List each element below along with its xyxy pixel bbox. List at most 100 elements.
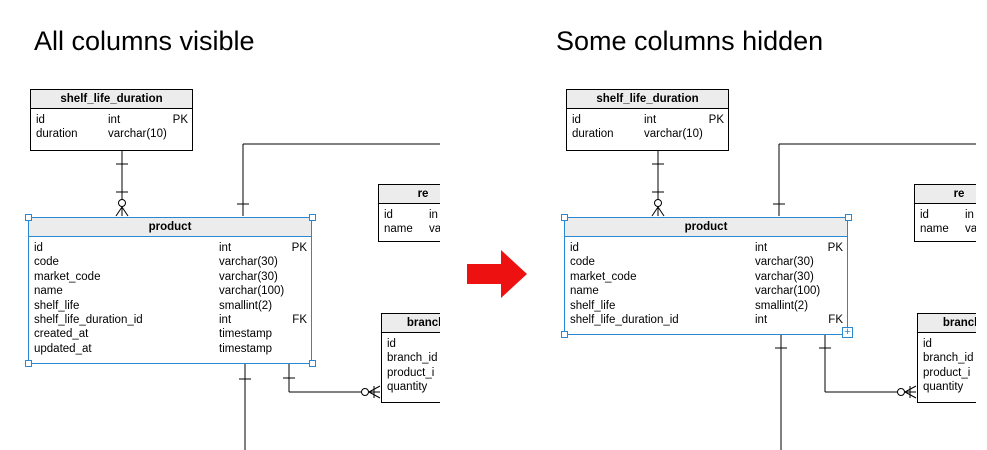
column-row[interactable]: shelf_life_duration_id int FK: [29, 313, 311, 327]
column-row[interactable]: branch_id: [382, 351, 440, 365]
table-header[interactable]: branch: [918, 314, 976, 333]
table-header[interactable]: product: [29, 218, 311, 237]
column-name: quantity: [387, 381, 428, 394]
column-key-badge: PK: [827, 242, 843, 254]
table-header[interactable]: product: [565, 218, 847, 237]
column-type: int: [219, 313, 232, 326]
relationship-lines: [651, 143, 976, 450]
column-name: id: [920, 209, 929, 221]
column-row[interactable]: created_at timestamp: [29, 327, 311, 341]
column-row[interactable]: shelf_life smallint(2): [29, 299, 311, 313]
column-row[interactable]: updated_at timestamp: [29, 342, 311, 356]
column-type: in: [429, 209, 438, 221]
column-type: smallint(2): [755, 299, 809, 312]
table-header[interactable]: shelf_life_duration: [567, 90, 728, 109]
column-row[interactable]: quantity: [382, 380, 440, 394]
column-name: id: [387, 338, 396, 350]
column-type: varchar(30): [219, 270, 278, 283]
column-name: product_i: [923, 366, 971, 379]
column-type: int: [755, 242, 768, 254]
column-row[interactable]: id in: [379, 208, 440, 222]
table-header[interactable]: re: [379, 185, 440, 204]
column-name: created_at: [34, 328, 89, 341]
table-header[interactable]: re: [915, 185, 976, 204]
column-type: varchar(100): [219, 285, 285, 298]
column-name: updated_at: [34, 342, 92, 355]
resize-handle[interactable]: [561, 331, 568, 338]
column-name: id: [923, 338, 932, 350]
column-name: code: [570, 256, 595, 269]
column-name: shelf_life_duration_id: [570, 313, 679, 326]
column-type: varchar(10): [644, 128, 703, 141]
left-title: All columns visible: [34, 26, 255, 56]
column-name: branch_id: [923, 352, 974, 365]
resize-handle[interactable]: [25, 214, 32, 221]
column-row[interactable]: name varchar(100): [29, 284, 311, 298]
resize-handle[interactable]: [309, 360, 316, 367]
column-name: shelf_life: [34, 299, 80, 312]
column-row[interactable]: id: [382, 337, 440, 351]
arrow-right-icon: [467, 250, 527, 298]
column-name: shelf_life: [570, 299, 616, 312]
column-type: int: [108, 114, 121, 126]
column-name: branch_id: [387, 352, 438, 365]
resize-handle[interactable]: [845, 214, 852, 221]
column-type: int: [219, 242, 232, 254]
column-type: varchar(10): [108, 128, 167, 141]
column-name: id: [572, 114, 581, 126]
table-header[interactable]: branch: [382, 314, 440, 333]
resize-handle[interactable]: [309, 214, 316, 221]
expand-hidden-columns-icon[interactable]: +: [842, 327, 853, 338]
column-name: product_i: [387, 366, 435, 379]
column-name: name: [34, 285, 63, 298]
column-key-badge: FK: [292, 313, 307, 326]
column-type: va: [429, 223, 440, 236]
resize-handle[interactable]: [25, 360, 32, 367]
column-name: id: [570, 242, 579, 254]
column-row[interactable]: shelf_life smallint(2): [565, 299, 847, 313]
column-name: market_code: [570, 270, 637, 283]
resize-handle[interactable]: [561, 214, 568, 221]
column-row[interactable]: branch_id: [918, 351, 976, 365]
column-type: varchar(30): [219, 256, 278, 269]
column-name: name: [384, 223, 413, 236]
column-name: id: [384, 209, 393, 221]
column-type: smallint(2): [219, 299, 273, 312]
column-name: shelf_life_duration_id: [34, 313, 143, 326]
column-type: timestamp: [219, 328, 273, 341]
column-type: varchar(100): [755, 285, 821, 298]
right-title: Some columns hidden: [556, 26, 824, 56]
column-name: quantity: [923, 381, 964, 394]
column-row[interactable]: id int PK: [565, 241, 847, 255]
column-type: timestamp: [219, 342, 273, 355]
column-row[interactable]: name va: [379, 222, 440, 236]
column-name: id: [34, 242, 43, 254]
column-row[interactable]: quantity: [918, 380, 976, 394]
column-row[interactable]: id: [918, 337, 976, 351]
table-re[interactable]: re id in name va: [378, 184, 440, 242]
table-header[interactable]: shelf_life_duration: [31, 90, 192, 109]
column-row[interactable]: product_i: [382, 366, 440, 380]
column-row[interactable]: product_i: [918, 366, 976, 380]
